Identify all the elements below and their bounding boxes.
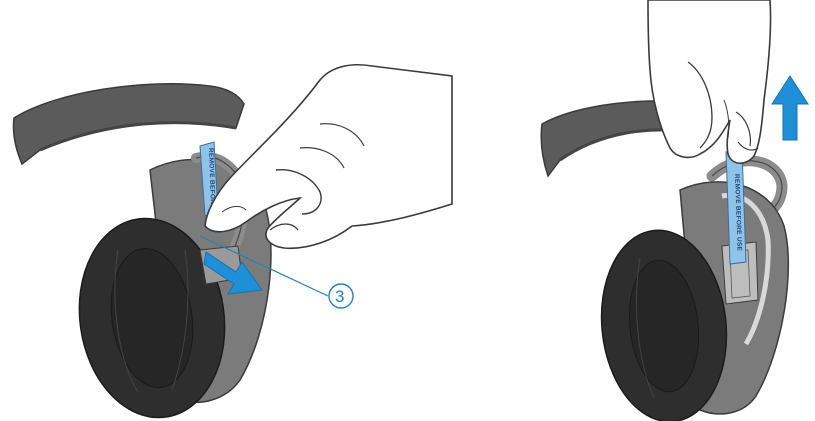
left-panel: REMOVE BEFORE USE 3 [13,65,452,421]
hand-right [648,0,771,163]
right-panel: REMOVE BEFORE USE [541,0,808,421]
arrow-up-icon [772,76,808,140]
hand-left [205,65,452,248]
callout-number: 3 [335,287,344,306]
